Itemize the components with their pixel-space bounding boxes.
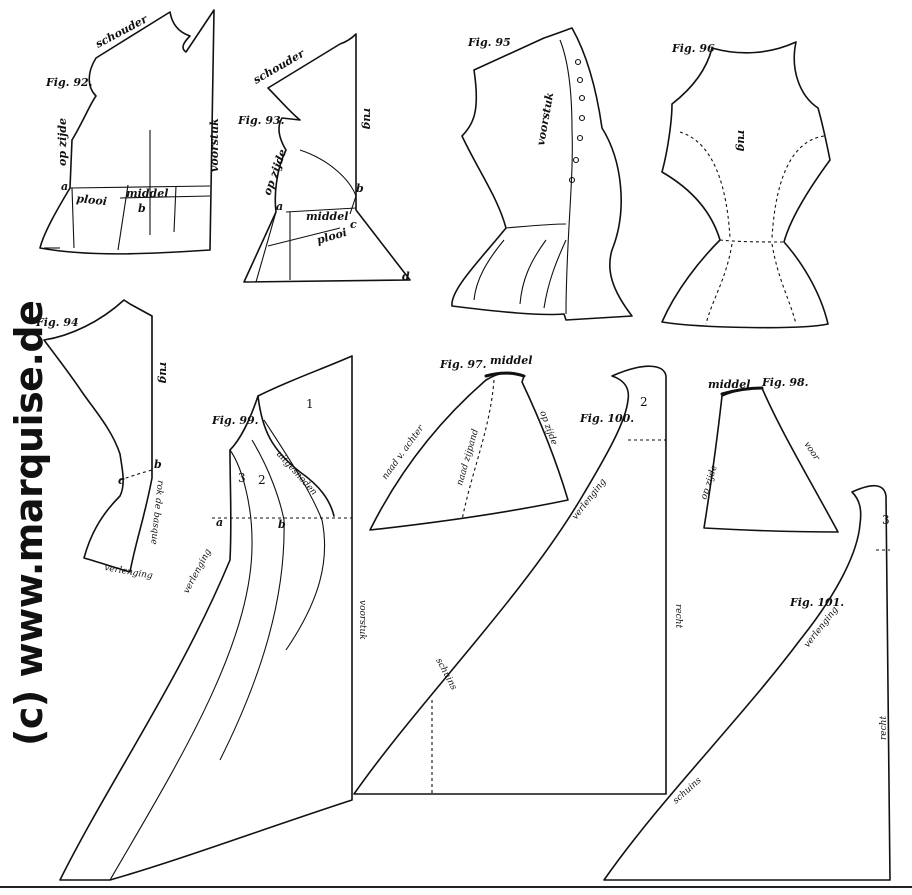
figure-95: Fig. 95 voorstuk bbox=[451, 27, 633, 321]
watermark: (c) www.marquise.de bbox=[6, 300, 52, 746]
fig98-label-middel: middel bbox=[708, 378, 750, 391]
fig101-outline bbox=[603, 484, 891, 881]
fig93-label-rug: rug bbox=[361, 108, 374, 130]
figure-98: middel Fig. 98. op zijde voor bbox=[699, 376, 839, 533]
fig96-outline bbox=[661, 41, 831, 329]
fig98-label-voor: voor bbox=[802, 440, 822, 463]
fig100-label-recht: recht bbox=[673, 604, 683, 628]
fig101-label-schuins: schuins bbox=[671, 775, 704, 806]
fig94-label-rok: rok de basque bbox=[148, 480, 165, 545]
fig92-label-middel: middel bbox=[126, 187, 168, 200]
fig93-label-c: c bbox=[350, 218, 357, 231]
fig101-label-3: 3 bbox=[882, 513, 890, 527]
fig98-label-op-zijde: op zijde bbox=[699, 464, 719, 501]
fig96-label-rug: rug bbox=[735, 130, 748, 152]
fig92-label-plooi: plooi bbox=[76, 192, 108, 208]
figure-97: Fig. 97. middel naad v. achter naad zijp… bbox=[369, 354, 569, 531]
fig99-label-2: 2 bbox=[258, 473, 266, 487]
fig92-title: Fig. 92. bbox=[45, 76, 93, 89]
fig99-label-b: b bbox=[278, 518, 286, 531]
figure-100: Fig. 100. 2 verlenging recht schuins bbox=[353, 365, 683, 795]
figure-94: Fig. 94 rug b c verlenging rok de basque bbox=[35, 299, 170, 581]
fig99-label-verlenging: verlenging bbox=[182, 547, 214, 595]
fig93-label-d: d bbox=[402, 270, 410, 283]
fig92-label-a: a bbox=[61, 180, 68, 193]
fig92-label-op-zijde: op zijde bbox=[56, 118, 69, 166]
fig93-label-a: a bbox=[276, 200, 283, 213]
fig94-label-verlenging: verlenging bbox=[103, 563, 153, 581]
bottom-rule bbox=[0, 886, 912, 888]
fig95-label-voorstuk: voorstuk bbox=[534, 91, 556, 147]
fig99-label-1: 1 bbox=[306, 397, 314, 411]
fig94-outline bbox=[43, 299, 153, 573]
fig99-label-a: a bbox=[216, 516, 223, 529]
fig99-label-3: 3 bbox=[238, 471, 246, 485]
fig93-outline bbox=[243, 33, 411, 283]
fig97-label-op-zijde: op zijde bbox=[537, 410, 559, 447]
fig92-outline bbox=[39, 9, 215, 255]
fig97-label-middel: middel bbox=[490, 354, 532, 367]
fig99-label-voorstuk: voorstuk bbox=[357, 600, 367, 640]
figure-101: Fig. 101. 3 verlenging recht schuins bbox=[603, 484, 891, 881]
fig93-label-middel: middel bbox=[306, 210, 348, 223]
fig99-label-uitgesneden: uitgesneden bbox=[274, 449, 319, 497]
fig97-title: Fig. 97. bbox=[439, 358, 487, 371]
fig94-label-rug: rug bbox=[157, 362, 170, 384]
fig92-label-b: b bbox=[138, 202, 146, 215]
fig98-title: Fig. 98. bbox=[761, 376, 809, 389]
fig96-title: Fig. 96 bbox=[671, 42, 715, 55]
fig99-outline bbox=[59, 355, 353, 881]
fig97-label-naad-zijpand: naad zijpand bbox=[455, 428, 481, 487]
fig99-title: Fig. 99. bbox=[211, 414, 259, 427]
fig95-buttons bbox=[568, 58, 586, 184]
figure-96: Fig. 96 rug bbox=[661, 41, 831, 329]
figure-92: Fig. 92. schouder op zijde voorstuk a b … bbox=[39, 9, 221, 255]
fig93-label-b: b bbox=[356, 182, 364, 195]
fig93-label-op-zijde: op zijde bbox=[261, 148, 290, 198]
watermark-text: (c) www.marquise.de bbox=[7, 300, 51, 746]
fig100-outline bbox=[353, 365, 667, 795]
fig93-title: Fig. 93. bbox=[237, 114, 285, 127]
fig93-label-plooi: plooi bbox=[315, 226, 348, 247]
fig101-title: Fig. 101. bbox=[789, 596, 844, 609]
figure-93: Fig. 93. schouder rug op zijde a b c d m… bbox=[237, 33, 411, 283]
fig101-label-recht: recht bbox=[879, 716, 889, 740]
fig95-outline bbox=[451, 27, 633, 321]
fig94-label-c: c bbox=[118, 474, 125, 487]
fig94-label-b: b bbox=[154, 458, 162, 471]
fig95-title: Fig. 95 bbox=[467, 36, 511, 49]
fig94-title: Fig. 94 bbox=[35, 316, 79, 329]
fig92-label-schouder: schouder bbox=[93, 12, 150, 51]
fig100-title: Fig. 100. bbox=[579, 412, 634, 425]
fig92-label-voorstuk: voorstuk bbox=[208, 118, 221, 172]
fig98-outline bbox=[703, 387, 839, 533]
figure-99: Fig. 99. 1 3 2 a b uitgesneden verlengin… bbox=[59, 355, 367, 881]
fig100-label-2: 2 bbox=[640, 395, 648, 409]
